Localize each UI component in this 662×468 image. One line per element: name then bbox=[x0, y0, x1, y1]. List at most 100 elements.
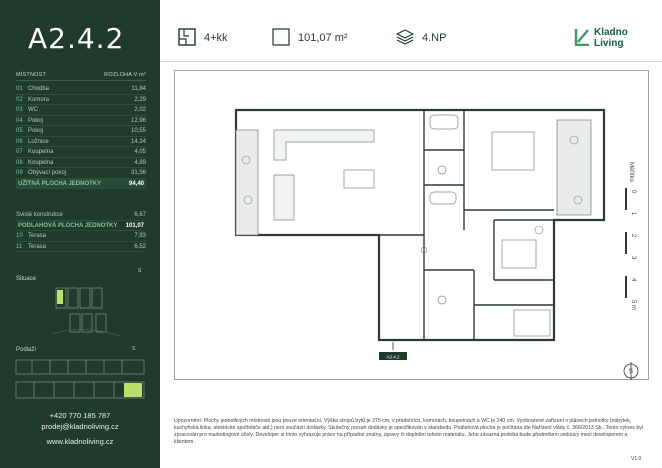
header: 4+kk 101,07 m² 4.NP Kladno Living bbox=[160, 0, 662, 62]
unit-area: 101,07 m² bbox=[298, 32, 348, 44]
scale-tick: 3 bbox=[630, 256, 636, 260]
room-area: 14,24 bbox=[130, 138, 146, 145]
website[interactable]: www.kladnoliving.cz bbox=[46, 437, 114, 446]
scale-tick: 0 bbox=[630, 190, 636, 194]
terrace-name: 11 Terasa bbox=[16, 242, 46, 252]
floor-number: 4.NP bbox=[422, 32, 447, 44]
scale-tick: 2 bbox=[630, 234, 636, 238]
room-number: 01 bbox=[16, 86, 23, 92]
sidebar: A2.4.2 MÍSTNOST ROZLOHA V m² 01 Chodba 11,… bbox=[0, 0, 160, 468]
room-name: 01 Chodba bbox=[16, 84, 49, 94]
room-label: WC bbox=[28, 107, 38, 113]
room-name: 06 Ložnice bbox=[16, 137, 49, 147]
room-number: 07 bbox=[16, 149, 23, 155]
room-number: 09 bbox=[16, 170, 23, 176]
room-number: 04 bbox=[16, 117, 23, 124]
room-area: 4,89 bbox=[134, 159, 146, 166]
room-label: Koupelna bbox=[28, 149, 54, 155]
terrace-label: Terasa bbox=[28, 233, 47, 239]
floor-area-value: 101,07 bbox=[125, 222, 144, 229]
terrace-area: 6,52 bbox=[134, 243, 146, 250]
floor-plan-frame bbox=[174, 70, 649, 380]
email[interactable]: prodej@kladnoliving.cz bbox=[41, 422, 119, 431]
col-room: MÍSTNOST bbox=[16, 72, 47, 78]
room-area: 31,56 bbox=[130, 170, 146, 176]
scale-tick: 4 bbox=[630, 278, 636, 282]
room-name: 02 Komora bbox=[16, 95, 49, 105]
layout-type: 4+kk bbox=[204, 32, 228, 44]
scale-tick: 1 bbox=[630, 212, 636, 216]
room-number: 02 bbox=[16, 96, 23, 103]
phone[interactable]: +420 770 185 787 bbox=[49, 411, 111, 420]
compass-icon: S bbox=[623, 362, 639, 380]
room-label: Chodba bbox=[28, 86, 50, 92]
room-label: Obývací pokoj bbox=[28, 170, 67, 176]
room-number: 06 bbox=[16, 138, 23, 145]
room-name: 07 Koupelna bbox=[16, 147, 53, 157]
kladno-living-logo-icon bbox=[574, 29, 589, 46]
room-label: Komora bbox=[28, 96, 50, 103]
area-icon bbox=[272, 28, 290, 46]
room-label: Pokoj bbox=[28, 117, 44, 124]
room-label: Ložnice bbox=[28, 138, 49, 145]
terrace-label: Terasa bbox=[28, 243, 47, 250]
constructions-row: Svislé konstrukce 6,67 bbox=[16, 210, 146, 221]
brand-name: Kladno Living bbox=[594, 27, 628, 49]
constructions-label: Svislé konstrukce bbox=[16, 212, 63, 218]
terrace-number: 10 bbox=[16, 233, 23, 239]
room-name: 08 Koupelna bbox=[16, 158, 53, 168]
col-area: ROZLOHA V m² bbox=[104, 72, 146, 78]
room-area: 12,96 bbox=[130, 117, 146, 124]
room-number: 05 bbox=[16, 128, 23, 134]
usable-area-label: UŽITNÁ PLOCHA JEDNOTKY bbox=[18, 180, 102, 187]
room-label: Koupelna bbox=[28, 159, 54, 166]
compass-letter: S bbox=[132, 346, 136, 352]
terrace-name: 10 Terasa bbox=[16, 231, 46, 241]
floorplan-icon bbox=[178, 28, 196, 46]
room-area: 2,02 bbox=[134, 107, 146, 113]
brand-line2: Living bbox=[594, 38, 624, 49]
room-row: 09 Obývací pokoj 31,56 bbox=[16, 168, 146, 179]
room-row: 04 Pokoj 12,96 bbox=[16, 116, 146, 126]
situace-label: Situace bbox=[16, 276, 37, 282]
scale-label: Měřítko bbox=[628, 162, 634, 183]
floor-area-label: PODLAHOVÁ PLOCHA JEDNOTKY bbox=[18, 222, 118, 229]
floor-area-row: PODLAHOVÁ PLOCHA JEDNOTKY 101,07 bbox=[16, 221, 146, 231]
usable-area-value: 94,40 bbox=[128, 180, 144, 187]
room-row: 07 Koupelna 4,05 bbox=[16, 147, 146, 158]
usable-area-row: UŽITNÁ PLOCHA JEDNOTKY 94,40 bbox=[16, 178, 146, 189]
room-area: 4,05 bbox=[134, 149, 146, 155]
room-row: 08 Koupelna 4,89 bbox=[16, 158, 146, 168]
version: V1.0 bbox=[631, 456, 642, 462]
site-map bbox=[52, 287, 120, 337]
room-row: 02 Komora 2,29 bbox=[16, 95, 146, 105]
room-number: 08 bbox=[16, 159, 23, 166]
floor-plan: A2.4.2 bbox=[234, 108, 606, 360]
room-area: 11,84 bbox=[131, 86, 146, 92]
contacts: +420 770 185 787 prodej@kladnoliving.cz … bbox=[0, 410, 160, 447]
divider bbox=[16, 80, 146, 81]
room-name: 05 Pokoj bbox=[16, 126, 43, 136]
rooms-table-header: MÍSTNOST ROZLOHA V m² bbox=[16, 72, 146, 78]
unit-tag: A2.4.2 bbox=[386, 355, 400, 360]
room-label: Pokoj bbox=[28, 128, 44, 134]
constructions-value: 6,67 bbox=[134, 212, 146, 218]
unit-code: A2.4.2 bbox=[28, 22, 125, 55]
room-row: 01 Chodba 11,84 bbox=[16, 84, 146, 95]
brand-line1: Kladno bbox=[594, 27, 628, 38]
room-area: 2,29 bbox=[134, 96, 146, 103]
room-row: 06 Ložnice 14,24 bbox=[16, 137, 146, 147]
terrace-number: 11 bbox=[16, 243, 23, 250]
terrace-row: 11 Terasa 6,52 bbox=[16, 242, 146, 252]
room-row: 05 Pokoj 10,55 bbox=[16, 126, 146, 137]
compass-letter: S bbox=[138, 268, 142, 274]
area-summary: Svislé konstrukce 6,67 PODLAHOVÁ PLOCHA … bbox=[16, 210, 146, 252]
room-area: 10,55 bbox=[130, 128, 146, 134]
compass-letter: S bbox=[629, 369, 633, 375]
